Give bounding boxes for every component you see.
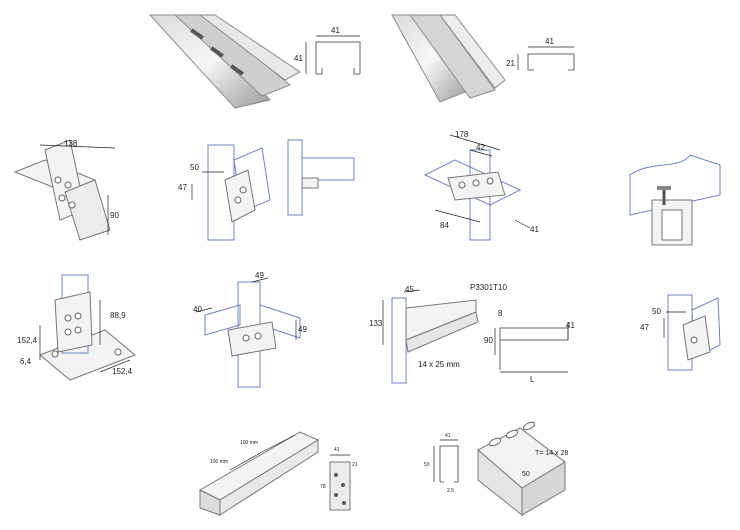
slotted-height: 53 xyxy=(424,462,430,468)
small-angle-drawing: 50 47 xyxy=(640,294,721,371)
tee-fitting-length: 178 xyxy=(455,130,469,139)
small-angle-dim-b: 47 xyxy=(640,323,649,332)
deep-channel-height: 41 xyxy=(294,54,303,63)
perforated-profile-height: 78 xyxy=(320,484,326,490)
deep-channel-width: 41 xyxy=(331,26,340,35)
cantilever-top: 45 xyxy=(405,285,414,294)
four-way-right: 49 xyxy=(298,325,307,334)
small-angle-dim-a: 50 xyxy=(652,307,661,316)
cantilever-slot-width: 8 xyxy=(498,309,503,318)
perforated-channel-drawing: 100 mm 100 mm 41 78 21 xyxy=(198,431,358,516)
angle-bracket-drawing: 50 47 xyxy=(178,139,355,241)
cantilever-part-no: P3301T10 xyxy=(470,283,507,292)
post-base-plate-a: 152,4 xyxy=(17,336,38,345)
post-base-height: 88,9 xyxy=(110,311,126,320)
perforated-spacing-b: 100 mm xyxy=(240,440,258,446)
cross-fitting-drawing: 138 90 xyxy=(13,139,119,241)
four-way-top: 49 xyxy=(255,271,264,280)
deep-channel-photo xyxy=(148,14,301,109)
slotted-thickness: 2.5 xyxy=(447,488,454,494)
cantilever-section-width: 41 xyxy=(566,321,575,330)
tee-fitting-base: 84 xyxy=(440,221,449,230)
angle-bracket-dim-b: 47 xyxy=(178,183,187,192)
shallow-channel-photo xyxy=(391,14,506,103)
shallow-channel-width: 41 xyxy=(545,37,554,46)
angle-bracket-dim-a: 50 xyxy=(190,163,199,172)
slotted-channel-drawing: 41 53 2.5 T= 14 x 28 50 xyxy=(424,421,568,517)
shallow-channel-height: 21 xyxy=(506,59,515,68)
post-base-thickness: 6,4 xyxy=(20,357,32,366)
shallow-channel-profile: 41 21 xyxy=(506,37,575,71)
cantilever-drawing: P3301T10 45 133 14 x 25 mm 8 41 90 L xyxy=(369,283,575,384)
slotted-pitch: 50 xyxy=(522,471,530,478)
cantilever-section-depth: 90 xyxy=(484,336,493,345)
cantilever-height: 133 xyxy=(369,319,383,328)
perforated-profile-width: 41 xyxy=(334,447,340,453)
post-base-drawing: 88,9 152,4 6,4 152,4 xyxy=(17,274,136,381)
slotted-width: 41 xyxy=(445,433,451,439)
perforated-spacing-a: 100 mm xyxy=(210,459,228,465)
beam-clamp-drawing xyxy=(629,154,721,246)
four-way-fitting-drawing: 49 40 49 xyxy=(193,271,307,388)
deep-channel-profile: 41 41 xyxy=(294,26,361,75)
cantilever-length: L xyxy=(530,375,535,384)
slotted-slot: T= 14 x 28 xyxy=(535,450,568,457)
perforated-lip: 21 xyxy=(352,462,358,468)
tee-fitting-spacing: 42 xyxy=(476,143,485,152)
four-way-left: 40 xyxy=(193,305,202,314)
cross-fitting-height: 90 xyxy=(110,211,119,220)
post-base-plate-b: 152,4 xyxy=(112,367,133,376)
tee-fitting-drawing: 178 42 84 41 xyxy=(423,130,539,241)
tee-fitting-depth: 41 xyxy=(530,225,539,234)
cross-fitting-width: 138 xyxy=(64,139,78,148)
cantilever-slot: 14 x 25 mm xyxy=(418,360,460,369)
